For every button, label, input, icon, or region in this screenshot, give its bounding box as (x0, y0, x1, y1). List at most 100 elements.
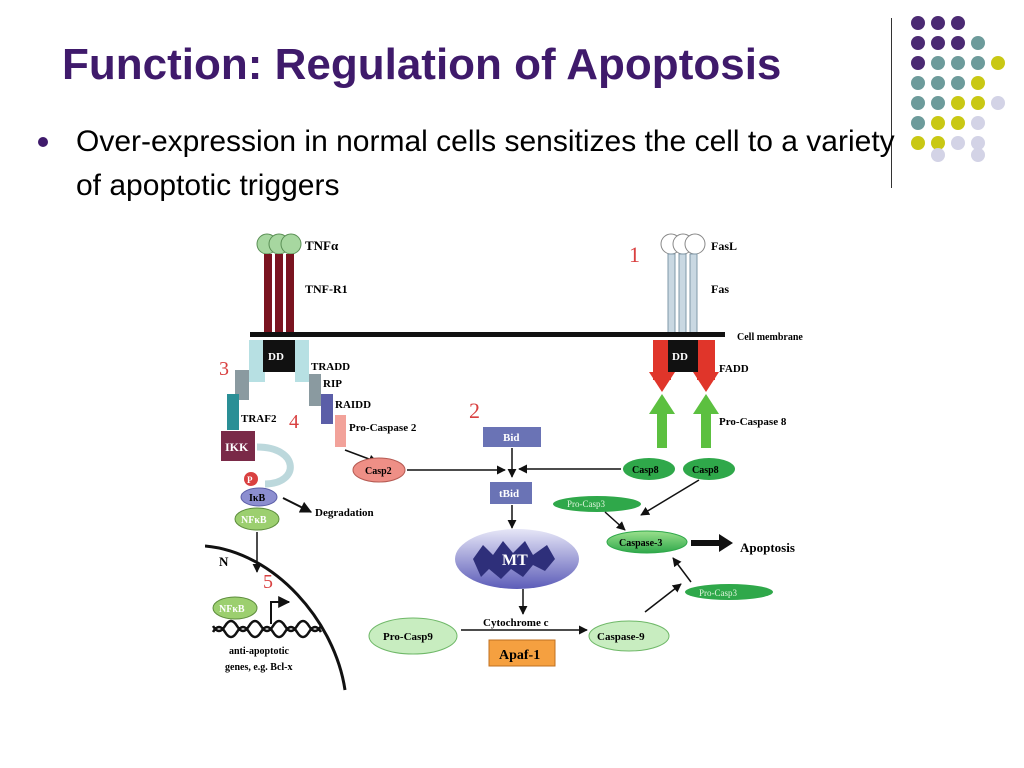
bid-label: Bid (503, 432, 520, 444)
dot-row-8 (931, 148, 985, 162)
tnfr1-label: TNF-R1 (305, 282, 348, 296)
nfkb-node (234, 507, 280, 531)
pro-casp9-label: Pro-Casp9 (383, 631, 433, 643)
step-number-2: 2 (469, 398, 480, 423)
rip-label: RIP (323, 378, 342, 390)
nfkb-nucleus-node (212, 596, 258, 620)
nucleus-label: N (219, 554, 229, 569)
apaf1-label: Apaf-1 (499, 648, 540, 663)
traf2-block-2 (227, 394, 239, 430)
anti-apoptotic-label-2: genes, e.g. Bcl-x (225, 662, 293, 673)
casp2-label: Casp2 (365, 466, 392, 477)
apaf1-box (488, 639, 556, 667)
cytochrome-c-label: Cytochrome c (483, 617, 549, 629)
step-number-1: 1 (629, 242, 640, 267)
casp9-to-casp3-arrow (644, 583, 682, 613)
dot-row-4 (911, 76, 985, 90)
step-number-4: 4 (289, 411, 299, 433)
bid-box (483, 427, 541, 447)
dd-left-label: DD (268, 351, 284, 363)
mitochondrion-inner (473, 541, 555, 579)
slide-title: Function: Regulation of Apoptosis (62, 40, 782, 89)
caspase9-label: Caspase-9 (597, 631, 645, 643)
vertical-divider (891, 18, 892, 188)
pro-caspase8-label: Pro-Caspase 8 (719, 416, 787, 428)
degradation-label: Degradation (315, 507, 374, 519)
dot-row-6 (911, 116, 985, 130)
dd-block-right (668, 340, 698, 372)
traf2-block-1 (235, 370, 249, 400)
rip-block (309, 374, 321, 406)
caspase9-node (588, 620, 670, 652)
step-number-3: 3 (219, 358, 229, 380)
casp8-a-label: Casp8 (632, 465, 659, 476)
pro-caspase8-arrow-right (693, 394, 719, 448)
casp8-node-b (683, 458, 735, 480)
pro-caspase2-label: Pro-Caspase 2 (349, 422, 417, 434)
casp8-to-casp3-arrow (640, 479, 700, 516)
fadd-arrow-left (649, 372, 675, 392)
procasp3-to-casp3-arrow (604, 511, 626, 531)
dot-row-3 (911, 56, 1005, 70)
tnf-receptor (256, 233, 302, 334)
fadd-label: FADD (719, 363, 749, 375)
apoptosis-label: Apoptosis (740, 540, 795, 555)
bullet-icon (38, 137, 48, 147)
fadd-arrow-right (693, 372, 719, 392)
fadd-left-red (653, 340, 671, 380)
dna-helix (211, 619, 323, 639)
casp8-node-a (623, 458, 675, 480)
apoptosis-pathway-diagram: TNFα TNF-R1 FasL Fas 1 Cell membrane DD … (205, 233, 803, 691)
raidd-label: RAIDD (335, 399, 371, 411)
decorative-dot-grid (911, 16, 1005, 162)
caspase3-label: Caspase-3 (619, 538, 662, 549)
ikb-node (240, 487, 278, 507)
pro-casp3-node-a (553, 496, 641, 512)
nfkb-label: NFκB (241, 515, 267, 526)
casp2-node (352, 457, 406, 483)
pro-casp3-a-label: Pro-Casp3 (567, 499, 605, 509)
fasl-label: FasL (711, 239, 737, 253)
cell-membrane-line (250, 332, 725, 337)
pro-caspase2-block (335, 415, 346, 447)
phospho-marker (244, 472, 258, 486)
traf2-top-block (249, 340, 265, 382)
tradd-block (295, 340, 309, 382)
casp8-b-label: Casp8 (692, 465, 719, 476)
apoptosis-arrow (691, 534, 733, 552)
ikb-label: IκB (249, 493, 265, 504)
ikk-box (221, 431, 255, 461)
tnfa-label: TNFα (305, 238, 339, 253)
traf2-label: TRAF2 (241, 413, 277, 425)
pro-caspase8-arrow-left (649, 394, 675, 448)
nfkb-nucleus-label: NFκB (219, 604, 245, 615)
p-label: P (247, 475, 253, 485)
tbid-box (490, 482, 532, 504)
mt-label: MT (502, 552, 528, 569)
caspase3-node (606, 530, 688, 554)
anti-apoptotic-label-1: anti-apoptotic (229, 646, 290, 657)
raidd-block (321, 394, 333, 424)
tradd-label: TRADD (311, 361, 350, 373)
cell-membrane-label: Cell membrane (737, 332, 803, 343)
pro-casp3-b-label: Pro-Casp3 (699, 588, 737, 598)
dot-row-5 (911, 96, 1005, 110)
step-number-5: 5 (263, 571, 273, 593)
dot-row-7 (911, 136, 985, 150)
dd-block-left (263, 340, 295, 372)
nuclear-membrane (205, 544, 347, 691)
tbid-label: tBid (499, 488, 519, 500)
ikk-label: IKK (225, 440, 249, 454)
dot-row-2 (911, 36, 985, 50)
ikk-to-ikb-arrow (256, 443, 294, 488)
bullet-text: Over-expression in normal cells sensitiz… (76, 125, 895, 202)
pro-casp3-node-b (685, 584, 773, 600)
procasp3b-to-casp3-arrow (672, 557, 692, 583)
pro-casp9-node (368, 617, 458, 655)
degradation-arrow (282, 497, 313, 513)
dot-row-1 (911, 16, 965, 30)
fas-label: Fas (711, 282, 729, 296)
dd-right-label: DD (672, 351, 688, 363)
fadd-right-red (697, 340, 715, 380)
transcription-arrow (270, 596, 291, 624)
